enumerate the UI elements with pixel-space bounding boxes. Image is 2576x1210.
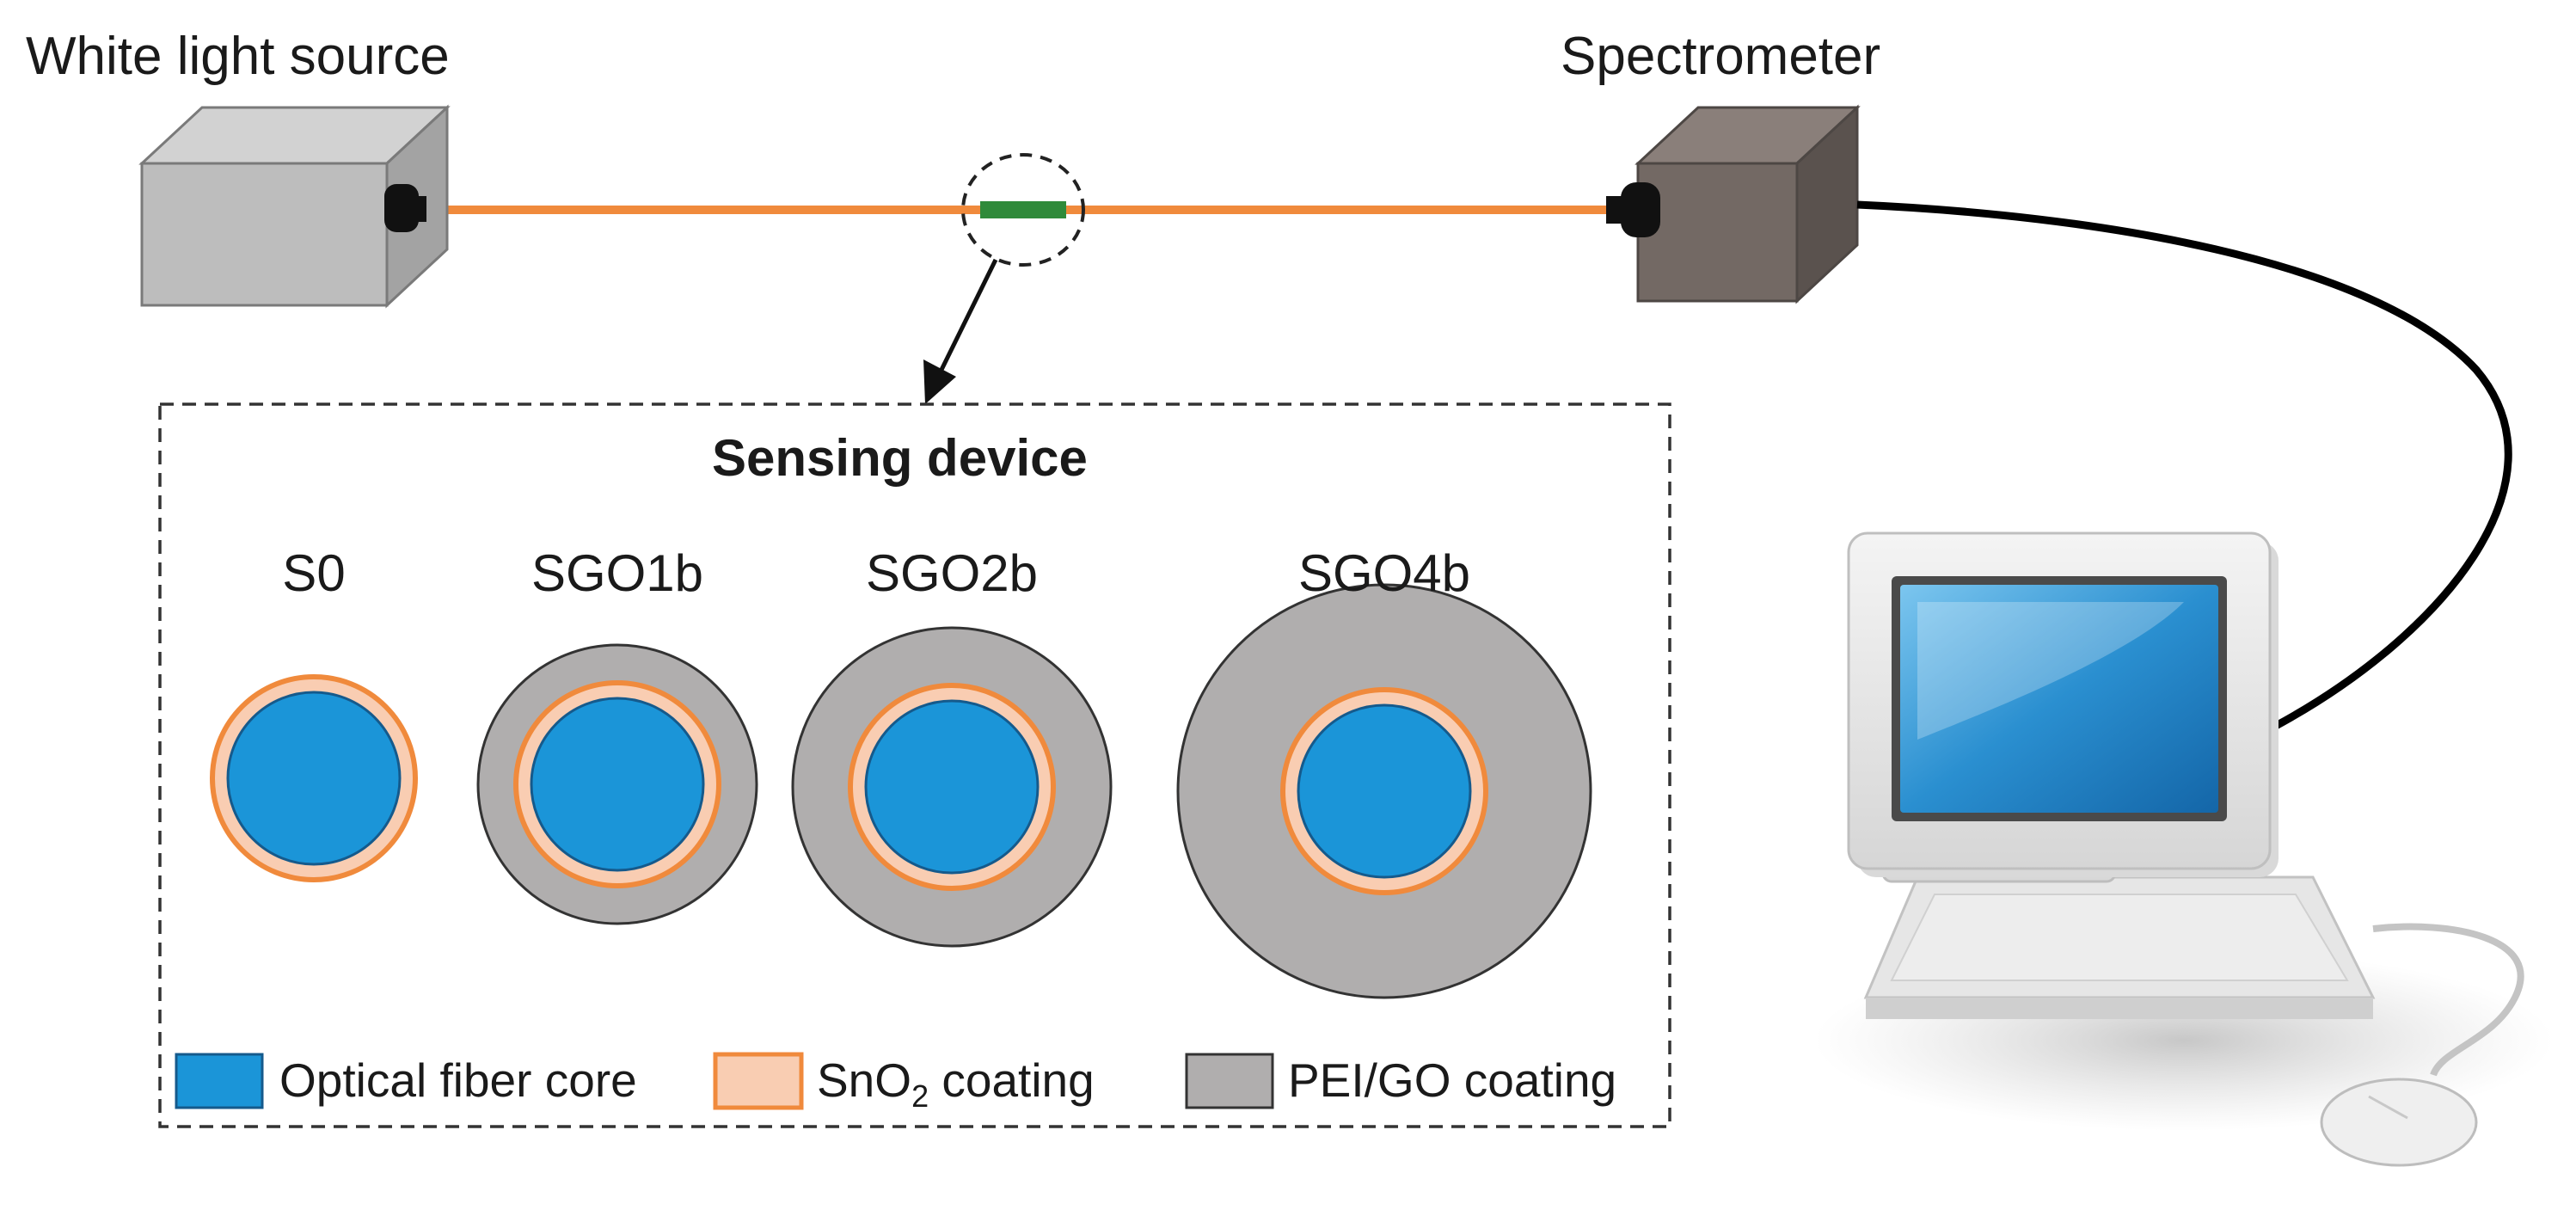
spectrometer-box [1606,104,1861,304]
legend-swatch-sno2 [713,1052,804,1110]
sample-sgo4b [1176,583,1592,999]
optical-fiber-core [864,699,1040,875]
sample-label-s0: S0 [282,544,346,602]
sample-label-sgo2b: SGO2b [865,544,1039,602]
optical-fiber [421,201,1616,218]
light-source-port [384,184,419,232]
legend-label-pei-go: PEI/GO coating [1288,1053,1617,1107]
sample-label-sgo4b: SGO4b [1297,544,1471,602]
mouse-cable [2372,923,2524,1077]
legend-label-core: Optical fiber core [279,1053,637,1107]
legend-swatch-core [175,1053,264,1109]
data-cable [1856,200,2512,730]
optical-fiber-core [226,691,402,866]
sensing-segment [980,201,1066,218]
light-source-box [138,104,451,309]
computer-monitor [1847,531,2279,883]
monitor-screen [1900,585,2218,813]
optical-fiber-core [530,697,705,872]
sensing-device-title: Sensing device [712,429,1088,487]
mouse [2320,1078,2478,1167]
keyboard [1863,875,2376,1019]
sensing-device-panel [158,402,1671,1128]
sample-sgo1b [476,643,758,925]
legend-swatch-pei-go [1185,1053,1274,1109]
light-source-label: White light source [26,27,450,86]
zoom-circle [961,153,1085,267]
spectrometer-label: Spectrometer [1561,27,1881,86]
legend-label-sno2: SnO2 coating [817,1053,1095,1114]
sample-label-sgo1b: SGO1b [531,544,704,602]
computer [1814,531,2554,1167]
sample-s0 [210,674,418,882]
zoom-arrow [923,258,998,404]
sample-sgo2b [791,626,1113,948]
optical-fiber-core [1297,703,1472,879]
